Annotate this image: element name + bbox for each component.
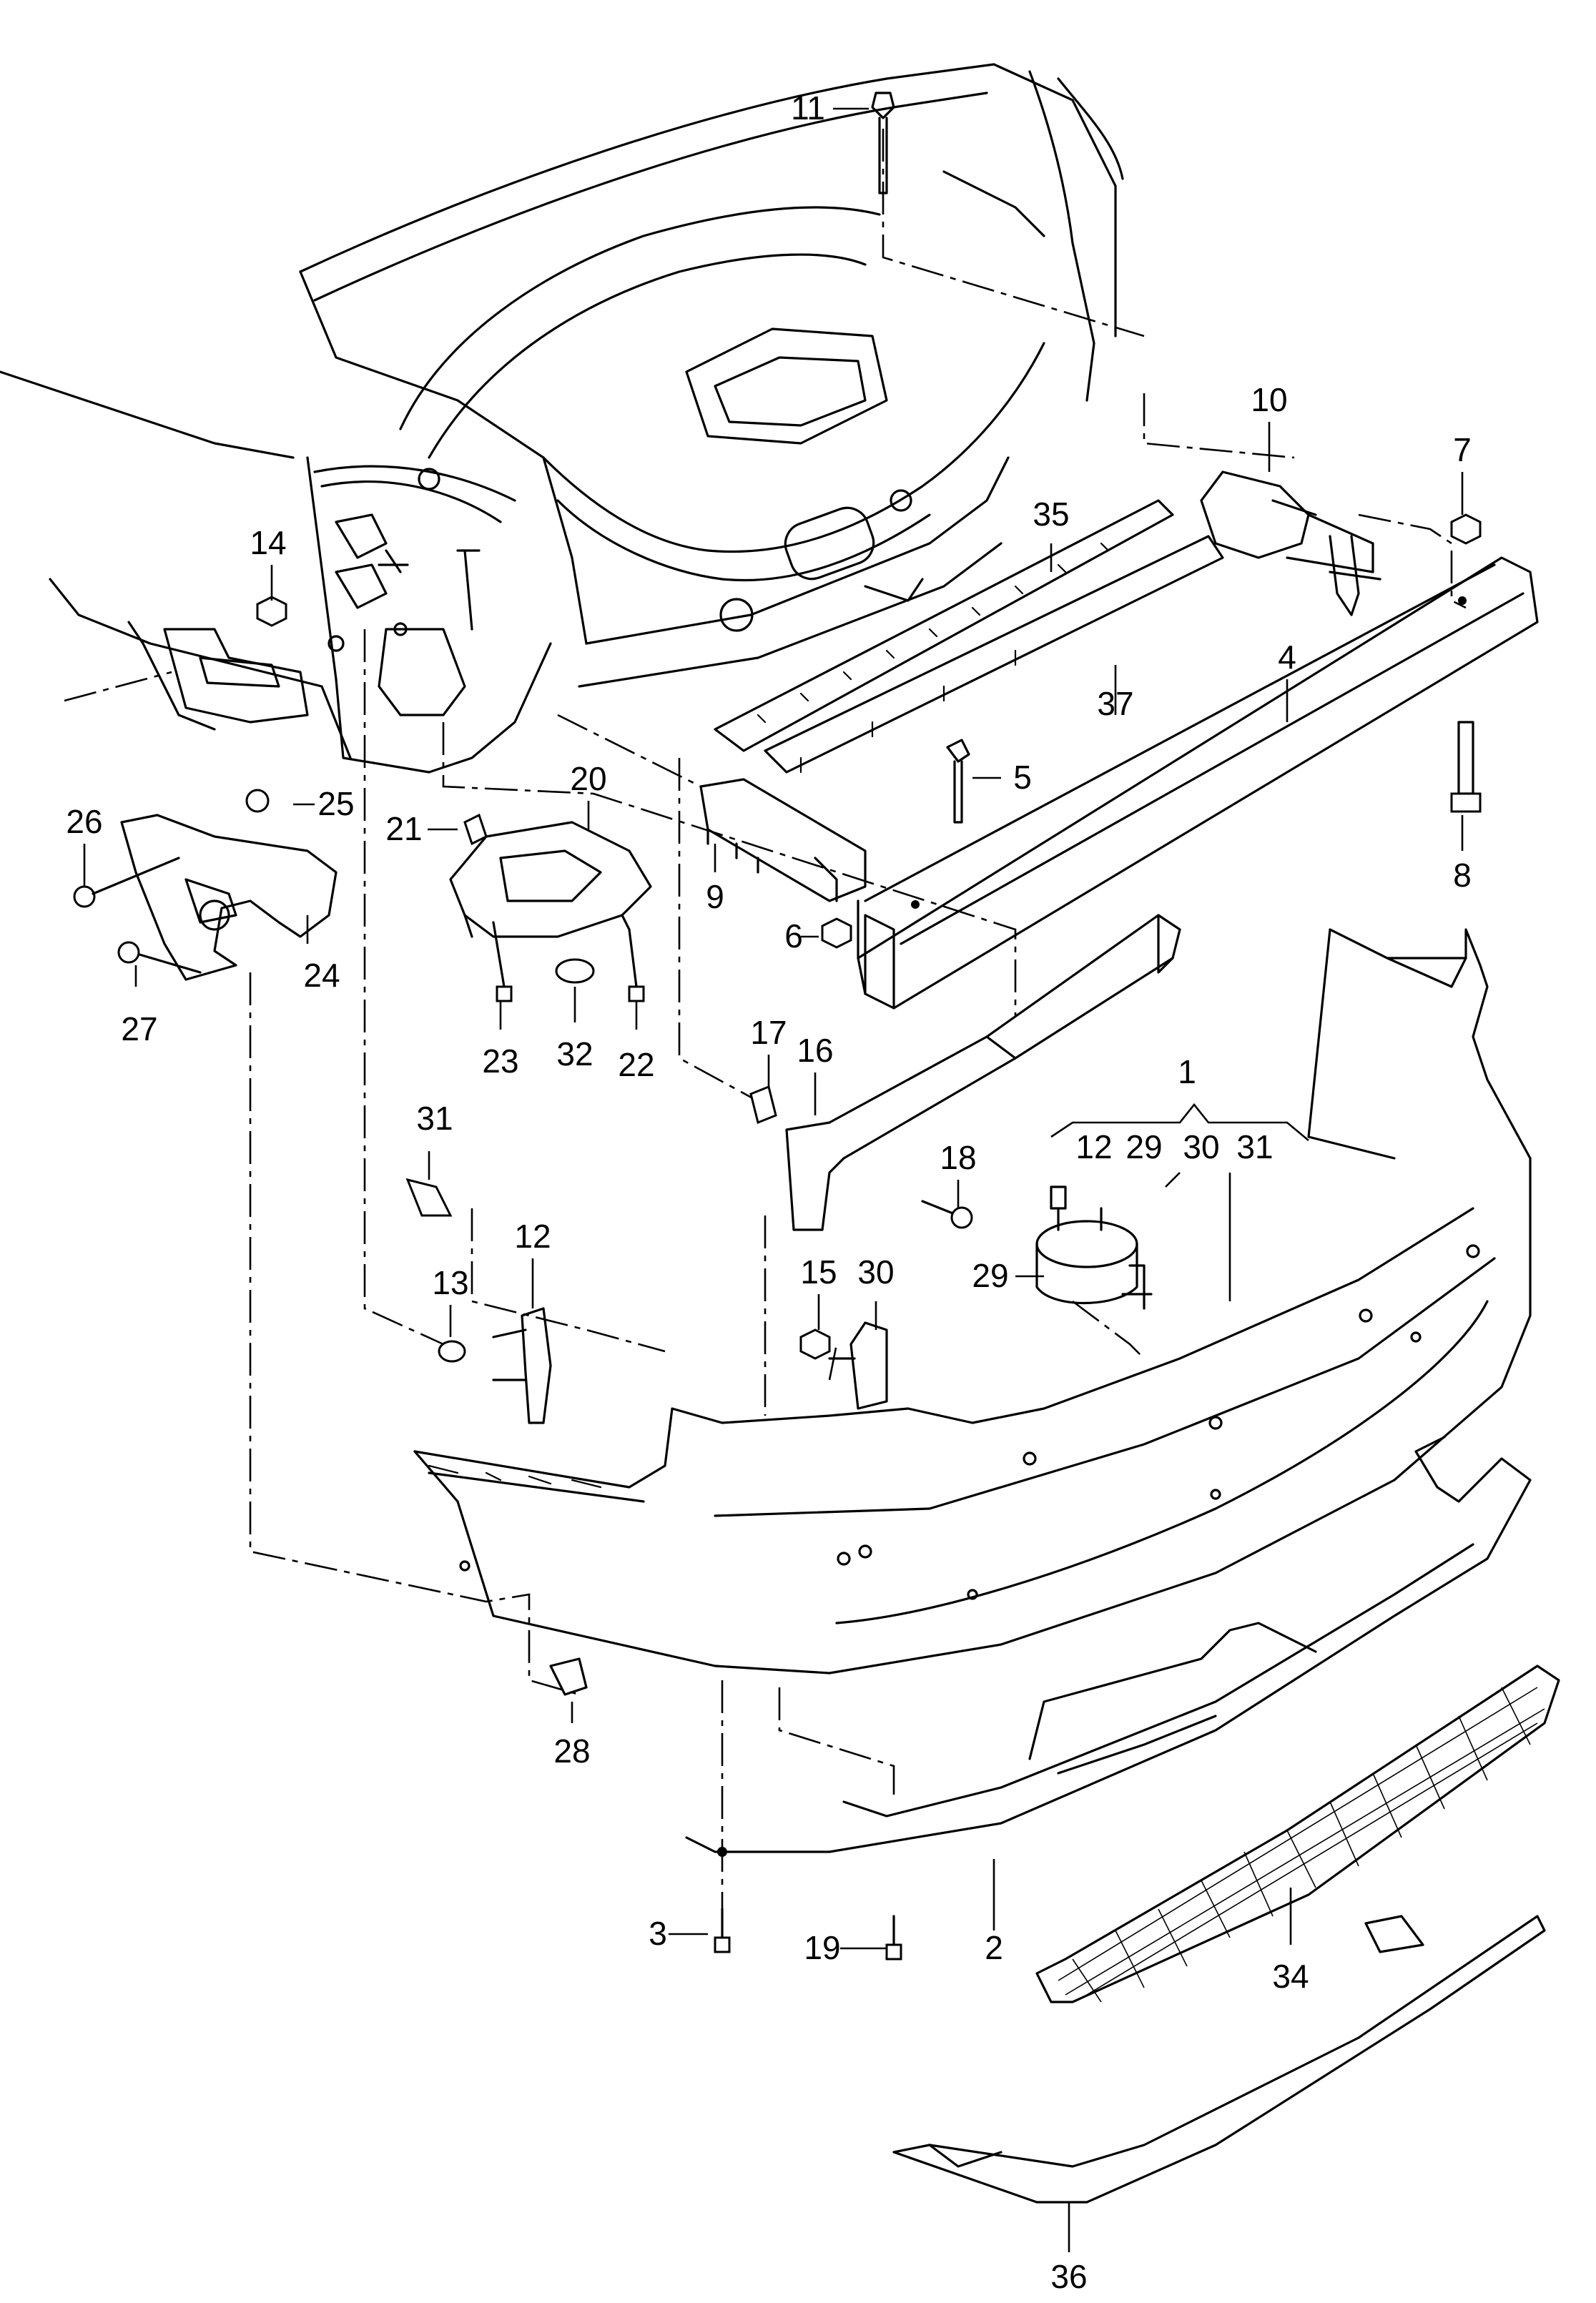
callout-leaders	[83, 107, 1464, 2252]
callout-15: 15	[800, 1253, 837, 1291]
callout-12: 12	[514, 1218, 551, 1255]
callout-8: 8	[1453, 857, 1472, 894]
part-36-lower-trim	[892, 1915, 1546, 2204]
part-24-bracket	[120, 814, 338, 981]
group-label-29: 29	[1125, 1128, 1162, 1165]
part-20-bracket	[449, 821, 652, 938]
part-37-trim-strip	[764, 535, 1224, 774]
callout-22: 22	[618, 1046, 654, 1083]
callout-21: 21	[385, 810, 422, 847]
part-29-sensor-holder	[1035, 1185, 1153, 1310]
callout-32: 32	[556, 1035, 593, 1072]
callout-3: 3	[649, 1915, 667, 1952]
part-10-energy-absorber	[1200, 470, 1381, 616]
callout-2: 2	[985, 1929, 1003, 1966]
callout-5: 5	[1013, 759, 1032, 796]
fasteners	[73, 92, 1482, 1961]
callout-4: 4	[1278, 638, 1296, 676]
part-16-side-guide	[785, 914, 1181, 1231]
callout-10: 10	[1251, 381, 1287, 418]
callout-25: 25	[317, 785, 354, 822]
callout-numbers: 1 2 3 4 5 6 7 8 9 10 11 12 13 14 15 16 1…	[66, 89, 1471, 2295]
callout-14: 14	[250, 524, 286, 561]
callout-28: 28	[553, 1732, 590, 1770]
callout-20: 20	[570, 760, 606, 797]
callout-23: 23	[482, 1042, 518, 1080]
callout-37: 37	[1097, 685, 1133, 722]
part-28-clip	[549, 1657, 588, 1696]
callout-17: 17	[750, 1014, 787, 1051]
callout-36: 36	[1050, 2258, 1087, 2295]
callout-13: 13	[432, 1264, 468, 1301]
rear-body-structure	[0, 63, 1124, 774]
assembly-lines	[64, 129, 1467, 1959]
part-2-lower-diffuser	[685, 1436, 1532, 1857]
callout-7: 7	[1453, 431, 1472, 468]
part-1-bumper-cover	[413, 928, 1532, 1675]
part-30-damper-pad	[828, 1321, 888, 1410]
callout-9: 9	[706, 878, 724, 915]
callout-31: 31	[416, 1100, 453, 1137]
callout-16: 16	[797, 1032, 833, 1069]
group-label-30: 30	[1183, 1128, 1219, 1165]
callout-34: 34	[1272, 1958, 1309, 1995]
group-label-31: 31	[1236, 1128, 1273, 1165]
callout-18: 18	[940, 1139, 976, 1176]
part-12-clip	[492, 1307, 552, 1424]
callout-11: 11	[791, 89, 825, 127]
part-34-grille	[1035, 1665, 1560, 2003]
callout-29: 29	[972, 1257, 1008, 1294]
callout-24: 24	[303, 957, 340, 994]
callout-6: 6	[784, 917, 803, 955]
callout-19: 19	[804, 1929, 840, 1966]
callout-35: 35	[1033, 495, 1069, 533]
group-label-12: 12	[1075, 1128, 1112, 1165]
part-35-trim-strip	[714, 499, 1174, 752]
callout-30: 30	[857, 1253, 894, 1291]
callout-26: 26	[66, 803, 102, 840]
callout-1: 1	[1178, 1053, 1196, 1090]
callout-27: 27	[121, 1010, 157, 1047]
part-9-mounting-bracket	[699, 778, 867, 902]
part-4-bumper-beam	[857, 556, 1539, 1010]
